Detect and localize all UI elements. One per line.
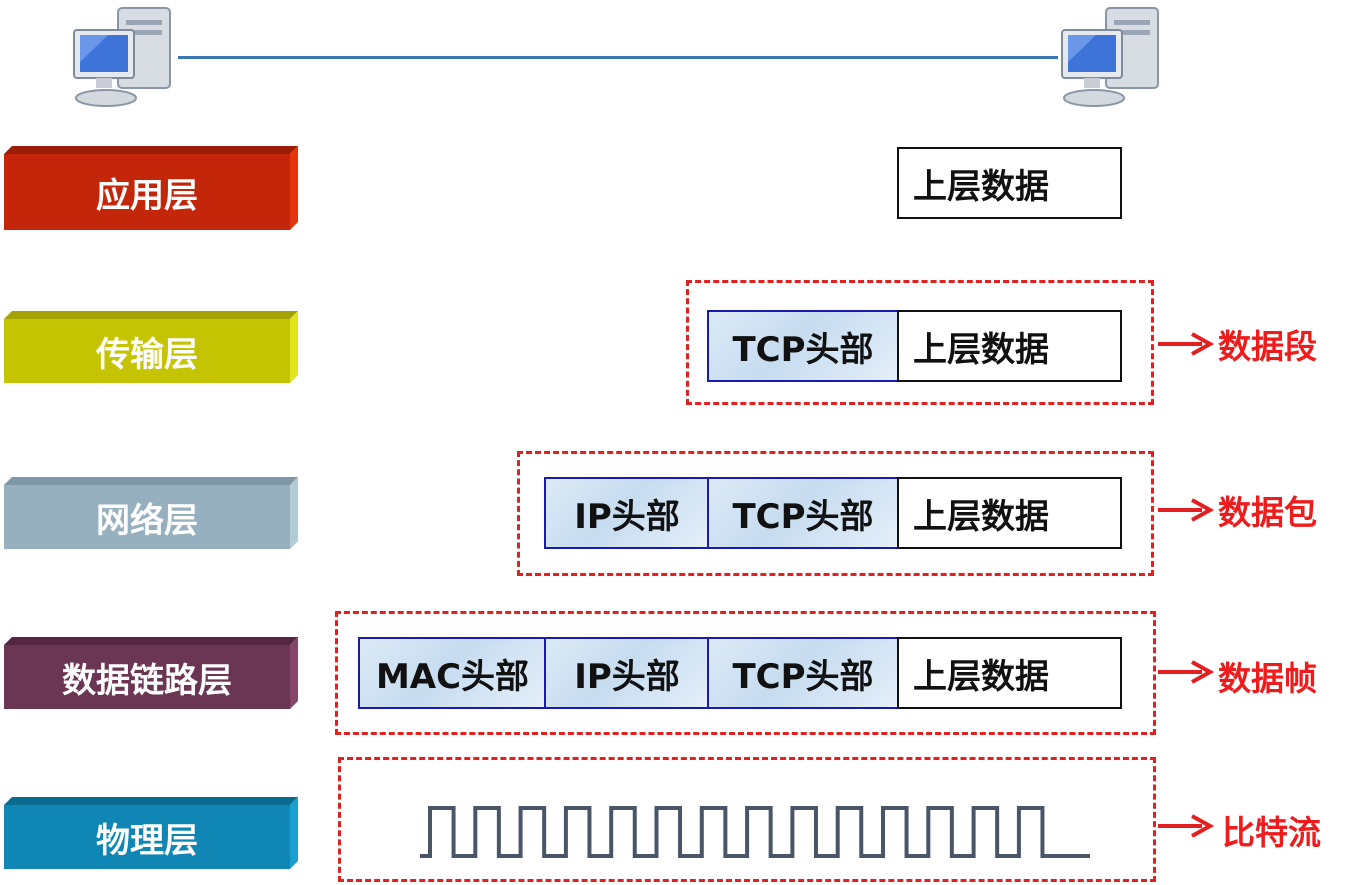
upper-data-cell: 上层数据 [897, 637, 1122, 709]
layer-label: 网络层 [96, 500, 198, 541]
segment-dashed-box [686, 280, 1154, 405]
layer-network: 网络层 [4, 477, 298, 561]
tcp-header-cell: TCP头部 [707, 310, 899, 382]
layer-datalink: 数据链路层 [4, 637, 298, 721]
upper-data-cell: 上层数据 [897, 310, 1122, 382]
ip-header-cell: IP头部 [544, 477, 710, 549]
network-link-line [178, 56, 1058, 59]
upper-data-cell: 上层数据 [897, 147, 1122, 219]
pdu-label-frame: 数据帧 [1218, 659, 1317, 698]
layer-label: 应用层 [96, 175, 198, 216]
pdu-label-segment: 数据段 [1218, 327, 1317, 366]
bitstream-signal [420, 806, 1090, 858]
packet-dashed-box [517, 451, 1154, 576]
arrow-right-icon [1158, 498, 1214, 522]
left-computer-icon [73, 7, 171, 107]
tcp-header-cell: TCP头部 [707, 477, 899, 549]
layer-label: 数据链路层 [62, 660, 232, 701]
layer-physical: 物理层 [4, 797, 298, 881]
layer-label: 传输层 [96, 334, 198, 375]
bitstream-dashed-box [338, 757, 1156, 882]
pdu-label-bitstream: 比特流 [1222, 813, 1321, 852]
tcp-header-cell: TCP头部 [707, 637, 899, 709]
layer-transport: 传输层 [4, 311, 298, 395]
frame-dashed-box [335, 611, 1156, 735]
arrow-right-icon [1158, 332, 1214, 356]
arrow-right-icon [1158, 660, 1214, 684]
ip-header-cell: IP头部 [544, 637, 710, 709]
right-computer-icon [1061, 7, 1159, 107]
upper-data-cell: 上层数据 [897, 477, 1122, 549]
layer-application: 应用层 [4, 146, 298, 230]
pdu-label-packet: 数据包 [1218, 493, 1317, 532]
arrow-right-icon [1158, 814, 1214, 838]
mac-header-cell: MAC头部 [358, 637, 547, 709]
layer-label: 物理层 [96, 820, 198, 861]
